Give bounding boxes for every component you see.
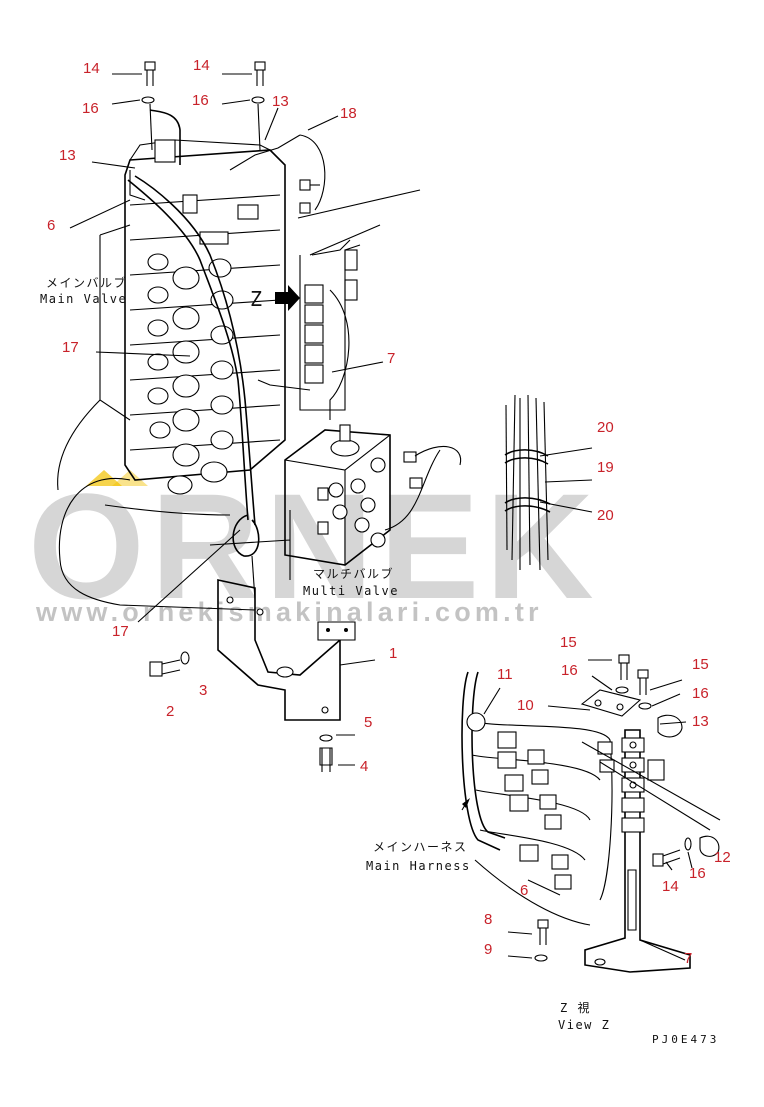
washer-icon [615,686,629,694]
top-fasteners [111,61,266,151]
main-harness-en-label: Main Harness [366,859,471,873]
bolt-icon [149,659,181,677]
assembly-labels: メインバルブ Main Valve マルチバルブ Multi Valve メイン… [40,275,719,1046]
washer-icon [251,96,265,104]
washer-icon [638,702,652,710]
bolt-icon [618,654,630,680]
callout-20: 20 [597,419,614,436]
main-valve-assembly [57,109,301,611]
callout-14: 14 [193,57,210,74]
part-callouts: 14 14 16 16 13 18 13 6 17 7 20 19 20 17 … [47,57,731,967]
watermark-url: www.ornekismakinalari.com.tr [35,597,543,627]
callout-6: 6 [47,217,55,234]
multi-valve [209,424,462,580]
view-z-assembly [461,654,721,973]
callout-9: 9 [484,941,492,958]
callout-15: 15 [560,634,577,651]
washer-icon [534,954,548,962]
callout-10: 10 [517,697,534,714]
callout-12: 12 [714,849,731,866]
view-arrow-icon [275,285,300,311]
view-z-en-label: View Z [558,1018,610,1032]
callout-18: 18 [340,105,357,122]
z-marker-label: Z [250,287,262,311]
callout-14: 14 [662,878,679,895]
callout-16: 16 [192,92,209,109]
callout-16: 16 [561,662,578,679]
callout-16: 16 [692,685,709,702]
callout-17: 17 [112,623,129,640]
harness-bundle [504,394,551,571]
callout-15: 15 [692,656,709,673]
watermark: ORNEK www.ornekismakinalari.com.tr [28,462,600,630]
callout-17: 17 [62,339,79,356]
main-harness-jp-label: メインハーネス [373,840,468,854]
callout-13: 13 [692,713,709,730]
bolt-icon [637,669,649,695]
callout-16: 16 [689,865,706,882]
callout-14: 14 [83,60,100,77]
main-valve-jp-label: メインバルブ [46,275,127,290]
bracket-assembly [149,579,376,772]
watermark-brand: ORNEK [28,462,600,630]
clamp-icon [466,712,486,732]
callout-2: 2 [166,703,174,720]
washer-icon [141,96,155,104]
drawing-code: PJ0E473 [652,1033,719,1046]
callout-11: 11 [497,666,513,683]
callout-4: 4 [360,758,368,775]
washer-icon [180,651,190,665]
callout-16: 16 [82,100,99,117]
view-z-connectors [497,731,615,890]
callout-19: 19 [597,459,614,476]
callout-5: 5 [364,714,372,731]
callout-6: 6 [520,882,528,899]
spool-caps [147,253,234,495]
callout-13: 13 [272,93,289,110]
callout-8: 8 [484,911,492,928]
callout-13: 13 [59,147,76,164]
callout-3: 3 [199,682,207,699]
callout-7: 7 [387,350,395,367]
bolt-icon [254,61,266,86]
view-z-marker: Z [250,285,300,311]
multi-valve-en-label: Multi Valve [303,584,399,598]
bolt-icon [537,919,549,945]
bolt-icon [144,61,156,86]
multi-valve-jp-label: マルチバルブ [313,566,394,581]
main-valve-en-label: Main Valve [40,292,127,306]
connector-stack-upper [257,134,421,420]
bolt-icon [652,849,681,867]
callout-20: 20 [597,507,614,524]
callout-7: 7 [684,950,692,967]
callout-1: 1 [389,645,397,662]
view-z-jp-label: Z 視 [560,1000,591,1015]
leader-lines-main [69,107,593,623]
bolt-icon [319,747,333,772]
